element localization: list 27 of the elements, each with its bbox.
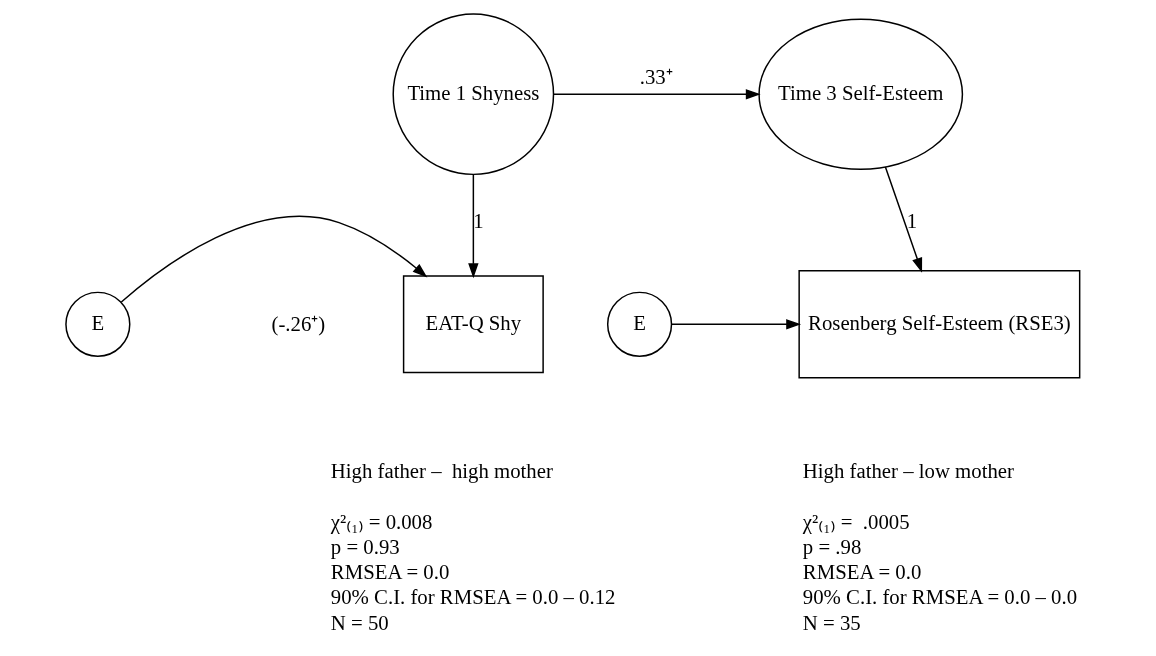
node-circle: Time 1 Shyness: [392, 13, 555, 176]
node-box: Rosenberg Self-Esteem (RSE3): [798, 270, 1081, 379]
arrow: [120, 215, 428, 303]
label: N = 35: [802, 610, 861, 634]
label: χ²₍₁₎ = 0.008: [330, 509, 433, 533]
label: (-.26⁺): [271, 311, 326, 335]
arrow: [671, 319, 802, 330]
label: N = 50: [330, 610, 389, 634]
arrow: [552, 89, 761, 100]
label: p = .98: [802, 534, 862, 558]
label: p = 0.93: [330, 534, 400, 558]
label: RMSEA = 0.0: [802, 560, 922, 584]
edge-label: .33⁺: [639, 65, 673, 89]
arrow: [468, 173, 479, 279]
node-box: EAT-Q Shy: [402, 275, 544, 374]
label: RMSEA = 0.0: [330, 560, 450, 584]
label: 90% C.I. for RMSEA = 0.0 – 0.0: [802, 585, 1078, 609]
node-ellipse: Time 3 Self-Esteem: [758, 18, 964, 170]
node-circle: E: [606, 291, 673, 357]
arrow: [884, 166, 923, 273]
label: High father – high mother: [330, 459, 553, 483]
label: χ²₍₁₎ = .0005: [802, 509, 910, 533]
label: High father – low mother: [802, 459, 1014, 483]
edge-label: 1: [906, 209, 918, 233]
node-circle: E: [65, 291, 131, 357]
label: 90% C.I. for RMSEA = 0.0 – 0.12: [330, 585, 616, 609]
edge-label: 1: [473, 209, 484, 233]
